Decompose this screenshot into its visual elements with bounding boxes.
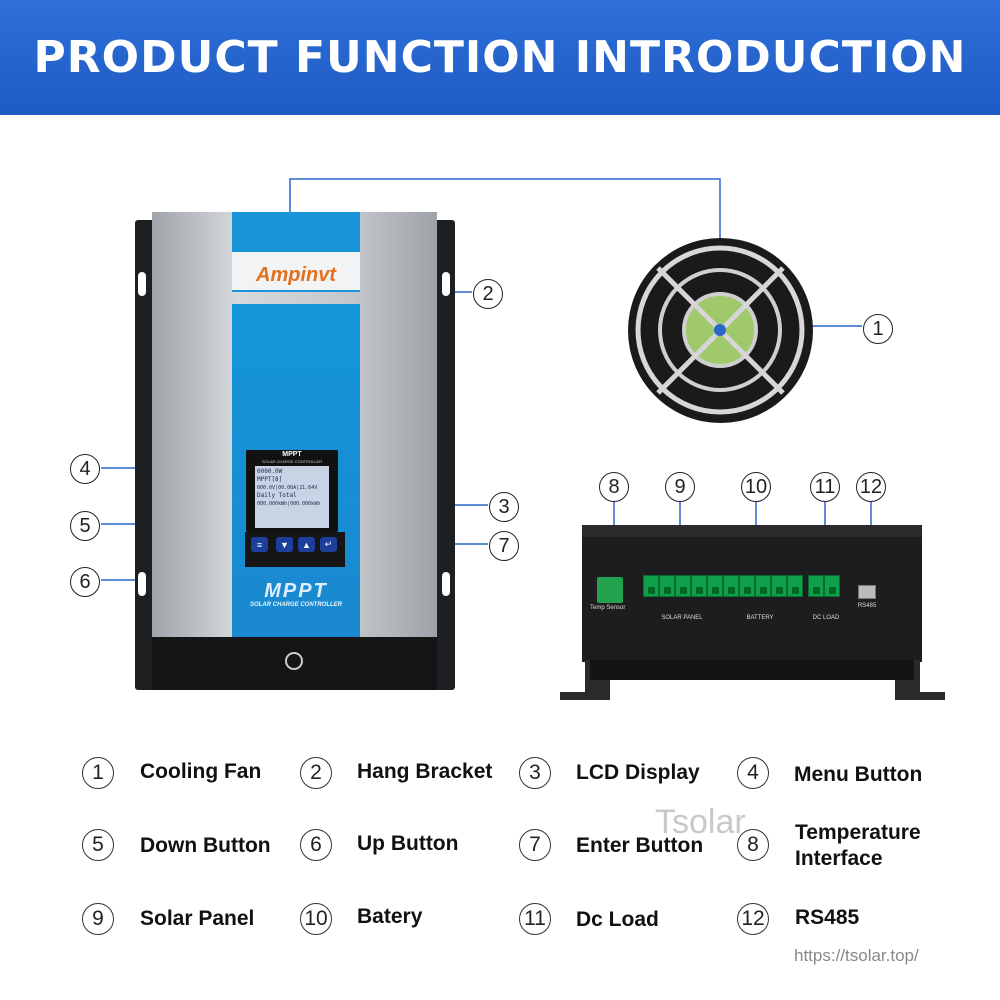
legend-num-7: 7: [519, 829, 551, 861]
hang-bracket-right-2: [442, 572, 450, 596]
rs485-port[interactable]: [858, 585, 876, 599]
terminal-dcload-2[interactable]: [824, 575, 840, 597]
watermark-url: https://tsolar.top/: [794, 946, 919, 965]
lcd-line-5: 000.000kWh|000.000kWh: [257, 501, 321, 507]
hang-bracket-left-2: [138, 572, 146, 596]
cooling-fan: [628, 238, 813, 423]
terminal-panel: Temp Sensor RS485 SOLAR PANEL BATTERY DC…: [560, 525, 945, 710]
terminal-dcload-1[interactable]: [808, 575, 824, 597]
legend-label-9: Solar Panel: [140, 907, 255, 930]
legend-label-10: Batery: [357, 905, 423, 928]
legend-num-12: 12: [737, 903, 769, 935]
legend-num-8: 8: [737, 829, 769, 861]
legend-label-4: Menu Button: [794, 763, 923, 786]
hang-bracket-right: [442, 272, 450, 296]
down-button[interactable]: ▼: [276, 537, 293, 552]
callout-7: 7: [489, 531, 519, 561]
callout-1: 1: [863, 314, 893, 344]
brand-panel: [232, 252, 360, 290]
terminal-base: [590, 660, 914, 680]
legend-label-12: RS485: [795, 906, 860, 929]
legend-label-1: Cooling Fan: [140, 760, 262, 783]
terminal-battery-3[interactable]: [739, 575, 755, 597]
legend-num-9: 9: [82, 903, 114, 935]
legend-num-1: 1: [82, 757, 114, 789]
terminal-battery-6[interactable]: [787, 575, 803, 597]
terminal-front-face: [582, 537, 922, 662]
legend-label-7: Enter Button: [576, 834, 704, 857]
legend-label-8: Temperature Interface: [795, 821, 921, 870]
legend-num-11: 11: [519, 903, 551, 935]
legend-num-4: 4: [737, 757, 769, 789]
lcd-line-4: Daily Total: [257, 492, 297, 499]
mppt-label: MPPT: [264, 580, 328, 602]
terminal-solar-4[interactable]: [691, 575, 707, 597]
sub-label: SOLAR CHARGE CONTROLLER: [250, 602, 342, 608]
terminal-solar-2[interactable]: [659, 575, 675, 597]
brand-logo: Ampinvt: [256, 264, 336, 286]
battery-label: BATTERY: [746, 615, 774, 621]
legend-label-11: Dc Load: [576, 908, 659, 931]
callout-10: 10: [741, 472, 771, 502]
terminal-battery-2[interactable]: [723, 575, 739, 597]
logo-badge-icon: [285, 652, 303, 670]
hang-bracket-left: [138, 272, 146, 296]
enter-button[interactable]: ↵: [320, 537, 337, 552]
legend-num-5: 5: [82, 829, 114, 861]
rs485-label: RS485: [857, 603, 877, 609]
lcd-line-3: 000.0V|00.00A|21.64V: [257, 485, 318, 491]
lcd-title: MPPT: [282, 451, 302, 458]
lcd-line-2: MPPT[8]: [257, 476, 283, 483]
legend-num-2: 2: [300, 757, 332, 789]
lcd-subtitle: SOLAR CHARGE CONTROLLER: [261, 459, 323, 464]
callout-3: 3: [489, 492, 519, 522]
callout-11: 11: [810, 472, 840, 502]
legend-num-10: 10: [300, 903, 332, 935]
menu-button[interactable]: ≡: [251, 537, 268, 552]
temp-sensor-port[interactable]: [597, 577, 623, 603]
fan-grill-icon: [635, 245, 805, 415]
callout-5: 5: [70, 511, 100, 541]
terminal-battery-1[interactable]: [707, 575, 723, 597]
legend-label-2: Hang Bracket: [357, 760, 493, 783]
lcd-line-1: 0000.0W: [257, 468, 283, 475]
terminal-battery-5[interactable]: [771, 575, 787, 597]
terminal-solar-3[interactable]: [675, 575, 691, 597]
temp-sensor-label: Temp Sensor: [590, 605, 626, 611]
callout-2: 2: [473, 279, 503, 309]
dc-load-label: DC LOAD: [812, 615, 840, 621]
legend-label-5: Down Button: [140, 834, 271, 857]
page-title: PRODUCT FUNCTION INTRODUCTION: [33, 32, 967, 83]
terminal-battery-4[interactable]: [755, 575, 771, 597]
terminal-solar-1[interactable]: [643, 575, 659, 597]
controller-device: Ampinvt 0000.0W MPPT[8] 000.0V|00.00A|21…: [135, 212, 455, 692]
watermark-text: Tsolar: [655, 803, 746, 841]
solar-panel-label: SOLAR PANEL: [661, 615, 703, 621]
callout-4: 4: [70, 454, 100, 484]
callout-8: 8: [599, 472, 629, 502]
terminal-top-face: [582, 525, 922, 537]
callout-6: 6: [70, 567, 100, 597]
header-banner: [0, 0, 1000, 115]
callout-12: 12: [856, 472, 886, 502]
legend-num-6: 6: [300, 829, 332, 861]
legend-label-3: LCD Display: [576, 761, 700, 784]
callout-9: 9: [665, 472, 695, 502]
up-button[interactable]: ▲: [298, 537, 315, 552]
legend-num-3: 3: [519, 757, 551, 789]
lcd-display: 0000.0W MPPT[8] 000.0V|00.00A|21.64V Dai…: [246, 450, 338, 532]
legend-label-6: Up Button: [357, 832, 459, 855]
lcd-screen: 0000.0W MPPT[8] 000.0V|00.00A|21.64V Dai…: [255, 466, 329, 528]
